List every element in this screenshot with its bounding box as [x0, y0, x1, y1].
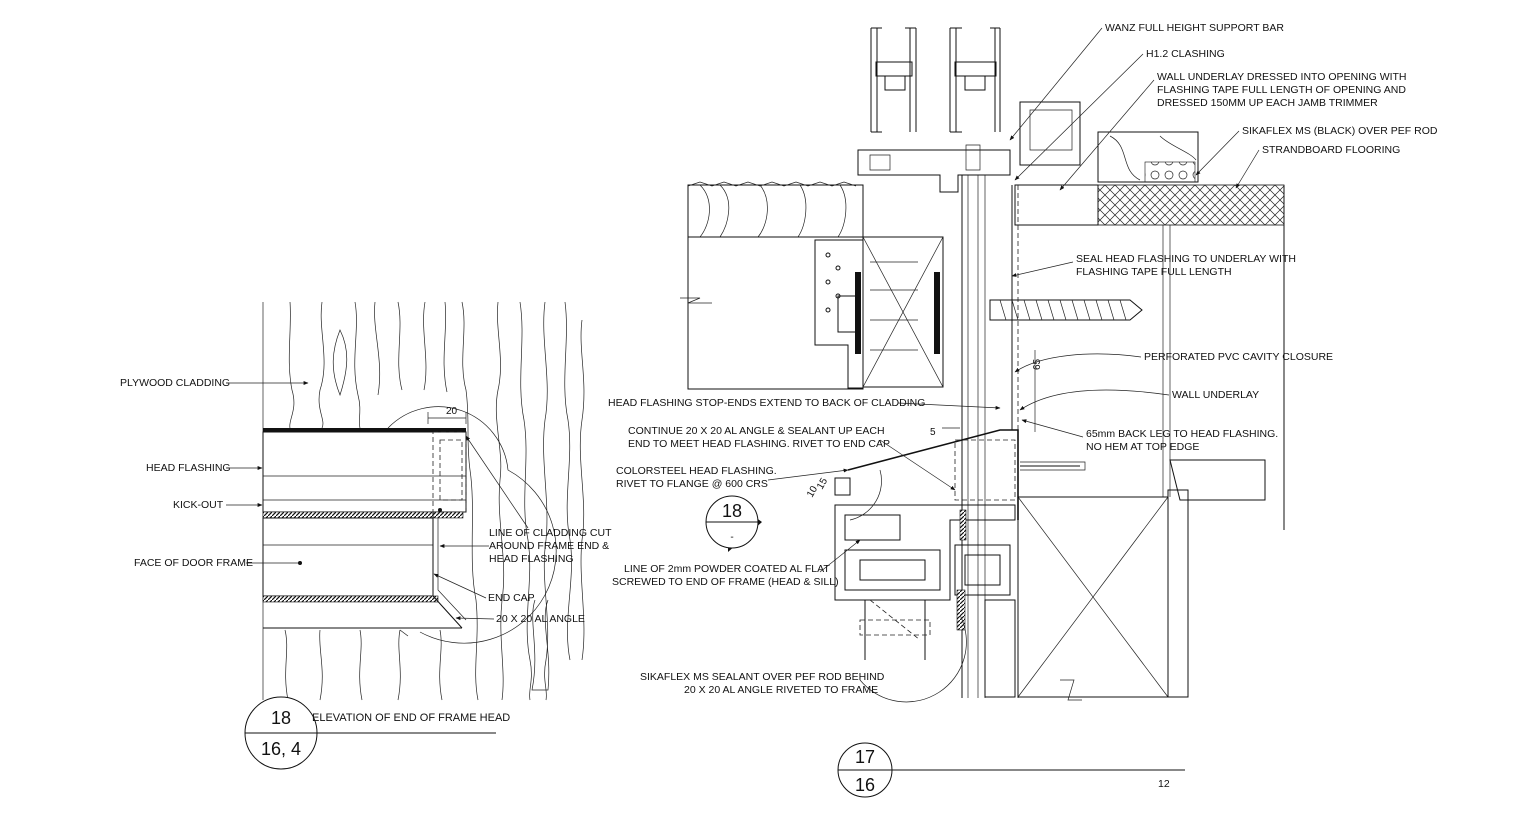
- detail-17-section: 18 - 5 65 10 15 WANZ FULL HEIGHT SUPPORT…: [608, 22, 1438, 798]
- callout-sikaflex-sealant-2: 20 X 20 AL ANGLE RIVETED TO FRAME: [684, 684, 878, 696]
- callout-continue-angle-2: END TO MEET HEAD FLASHING. RIVET TO END …: [628, 438, 890, 450]
- sheet-number: 12: [1158, 778, 1170, 790]
- head-flashing-section: [834, 429, 1086, 520]
- callout-pvc-cavity: PERFORATED PVC CAVITY CLOSURE: [1144, 351, 1333, 363]
- al-angle: [432, 512, 463, 629]
- door-frame-face: [262, 517, 434, 597]
- section-marker-top: 18: [722, 501, 742, 521]
- nails: [870, 261, 918, 351]
- callout-face-of-door-frame: FACE OF DOOR FRAME: [134, 557, 253, 569]
- callout-plywood-cladding: PLYWOOD CLADDING: [120, 377, 230, 389]
- callout-stop-ends: HEAD FLASHING STOP-ENDS EXTEND TO BACK O…: [608, 397, 925, 409]
- section-marker-18: 18 -: [705, 495, 762, 552]
- head-flashing-edge: [263, 428, 466, 432]
- callout-sikaflex-black: SIKAFLEX MS (BLACK) OVER PEF ROD: [1242, 125, 1438, 137]
- support-bracket: [814, 239, 864, 389]
- bubble-18-top: 18: [271, 708, 291, 728]
- callout-head-flashing: HEAD FLASHING: [146, 462, 231, 474]
- bubble-17-top: 17: [855, 747, 875, 767]
- callout-back-leg-2: NO HEM AT TOP EDGE: [1086, 441, 1199, 453]
- callout-wall-underlay-dressed-3: DRESSED 150MM UP EACH JAMB TRIMMER: [1157, 97, 1378, 109]
- bubble-17-bottom: 16: [855, 775, 875, 795]
- sill-edge: [262, 595, 439, 603]
- callout-seal-head-2: FLASHING TAPE FULL LENGTH: [1076, 266, 1232, 278]
- callout-sikaflex-sealant-1: SIKAFLEX MS SEALANT OVER PEF ROD BEHIND: [640, 671, 885, 683]
- callout-cladding-cut-2: AROUND FRAME END &: [489, 540, 609, 552]
- frame-profiles-top: [870, 27, 1001, 133]
- detail-bubble-17: 17 16 12: [837, 742, 1185, 798]
- callout-wall-underlay-dressed-1: WALL UNDERLAY DRESSED INTO OPENING WITH: [1157, 71, 1407, 83]
- callout-h12-flashing: H1.2 CLASHING: [1146, 48, 1225, 60]
- callout-cladding-cut-1: LINE OF CLADDING CUT: [489, 527, 612, 539]
- door-frame-profile: [834, 504, 1016, 660]
- dim-15: 15: [815, 476, 830, 492]
- head-assembly: [857, 101, 1199, 193]
- cladding-cut-circle: [387, 406, 557, 644]
- callout-wall-underlay: WALL UNDERLAY: [1172, 389, 1259, 401]
- callout-wall-underlay-dressed-2: FLASHING TAPE FULL LENGTH OF OPENING AND: [1157, 84, 1406, 96]
- callout-colorsteel-1: COLORSTEEL HEAD FLASHING.: [616, 465, 777, 477]
- section-marker-bottom: -: [730, 532, 733, 543]
- bubble-18-bottom: 16, 4: [261, 739, 301, 759]
- callout-cladding-cut-3: HEAD FLASHING: [489, 553, 574, 565]
- callout-seal-head-1: SEAL HEAD FLASHING TO UNDERLAY WITH: [1076, 253, 1296, 265]
- framing-block: [862, 236, 944, 388]
- callout-al-angle: 20 X 20 AL ANGLE: [496, 613, 585, 625]
- end-cap-dashed: [432, 431, 467, 513]
- callout-kick-out: KICK-OUT: [173, 499, 224, 511]
- callout-strandboard: STRANDBOARD FLOORING: [1262, 144, 1400, 156]
- dim-5: 5: [930, 427, 936, 438]
- screw: [989, 299, 1143, 321]
- dim-65: 65: [1032, 358, 1043, 370]
- dim-20: 20: [446, 406, 458, 417]
- detail-18-title: ELEVATION OF END OF FRAME HEAD: [312, 712, 510, 724]
- plywood-grain: [262, 301, 585, 701]
- weatherboard-cladding: [680, 181, 864, 390]
- callout-support-bar: WANZ FULL HEIGHT SUPPORT BAR: [1105, 22, 1284, 34]
- dim-10: 10: [805, 484, 820, 500]
- detail-18-elevation: 20 PLYWOOD CLADDING HEAD FLASHING KICK-O…: [120, 301, 612, 770]
- callout-end-cap: END CAP: [488, 592, 535, 604]
- callout-continue-angle-1: CONTINUE 20 X 20 AL ANGLE & SEALANT UP E…: [628, 425, 885, 437]
- callout-back-leg-1: 65mm BACK LEG TO HEAD FLASHING.: [1086, 428, 1278, 440]
- callout-al-flat-2: SCREWED TO END OF FRAME (HEAD & SILL): [612, 576, 839, 588]
- callout-colorsteel-2: RIVET TO FLANGE @ 600 CRS: [616, 478, 768, 490]
- detail-bubble-18: 18 16, 4 ELEVATION OF END OF FRAME HEAD: [244, 696, 510, 770]
- strandboard-floor: [1097, 184, 1285, 226]
- callout-al-flat-1: LINE OF 2mm POWDER COATED AL FLAT: [624, 563, 830, 575]
